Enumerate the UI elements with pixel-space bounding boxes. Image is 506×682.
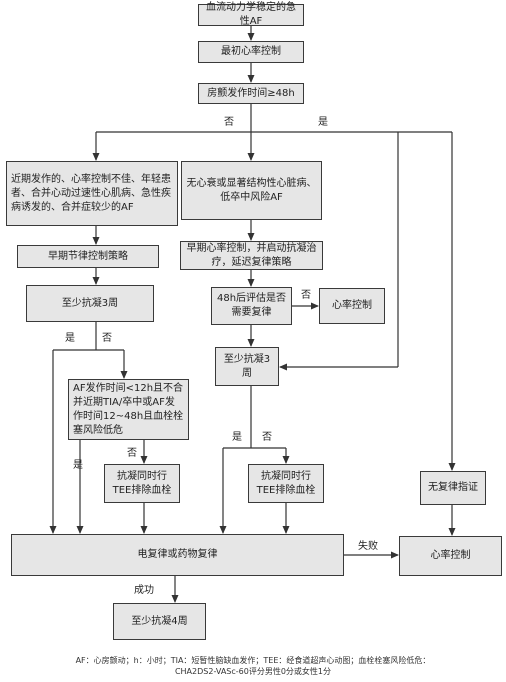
node-initial-rate-control: 最初心率控制 xyxy=(198,41,304,63)
node-af-duration-48h: 房颤发作时间≥48h xyxy=(198,83,304,104)
footnote: AF：心房颤动；h：小时；TIA：短暂性脑缺血发作；TEE：经食道超声心动图；血… xyxy=(75,656,431,676)
node-rate-control-final: 心率控制 xyxy=(399,536,502,576)
label-no-left-split: 否 xyxy=(102,333,112,344)
label-no-mid-split: 否 xyxy=(262,432,272,443)
node-anticoag-4-weeks: 至少抗凝4周 xyxy=(113,603,206,640)
node-no-heart-failure-af: 无心衰或显著结构性心脏病、低卒中风险AF xyxy=(181,161,322,220)
node-early-rate-control-anticoag: 早期心率控制，并启动抗凝治疗，延迟复律策略 xyxy=(180,241,323,270)
node-no-cardioversion-indication: 无复律指证 xyxy=(420,471,486,505)
node-anticoag-tee-mid: 抗凝同时行TEE排除血栓 xyxy=(248,464,324,503)
node-rate-control-mid: 心率控制 xyxy=(319,288,385,324)
label-success: 成功 xyxy=(134,585,154,596)
node-anticoag-tee-left: 抗凝同时行TEE排除血栓 xyxy=(104,464,180,503)
node-recent-onset-af: 近期发作的、心率控制不佳、年轻患者、合并心动过速性心肌病、急性疾病诱发的、合并症… xyxy=(6,161,178,226)
label-yes-left-split: 是 xyxy=(65,333,75,344)
label-no-n12: 否 xyxy=(127,448,137,459)
label-yes-mid-split: 是 xyxy=(232,432,242,443)
node-early-rhythm-control: 早期节律控制策略 xyxy=(17,245,159,268)
label-yes-48h: 是 xyxy=(318,117,328,128)
node-anticoag-3-weeks-mid: 至少抗凝3周 xyxy=(215,347,279,386)
node-af-under-12h-criteria: AF发作时间<12h且不合并近期TIA/卒中或AF发作时间12~48h且血栓栓塞… xyxy=(68,379,189,440)
node-acute-af: 血流动力学稳定的急性AF xyxy=(198,2,304,27)
node-electrical-or-drug-cardioversion: 电复律或药物复律 xyxy=(11,534,344,576)
label-no-48h: 否 xyxy=(224,117,234,128)
label-yes-n12: 是 xyxy=(73,460,83,471)
node-anticoag-3-weeks-left: 至少抗凝3周 xyxy=(26,285,154,322)
node-48h-assess-cardioversion: 48h后评估是否需要复律 xyxy=(211,287,292,325)
label-fail: 失败 xyxy=(358,541,378,552)
label-no-48h-assess: 否 xyxy=(301,290,311,301)
